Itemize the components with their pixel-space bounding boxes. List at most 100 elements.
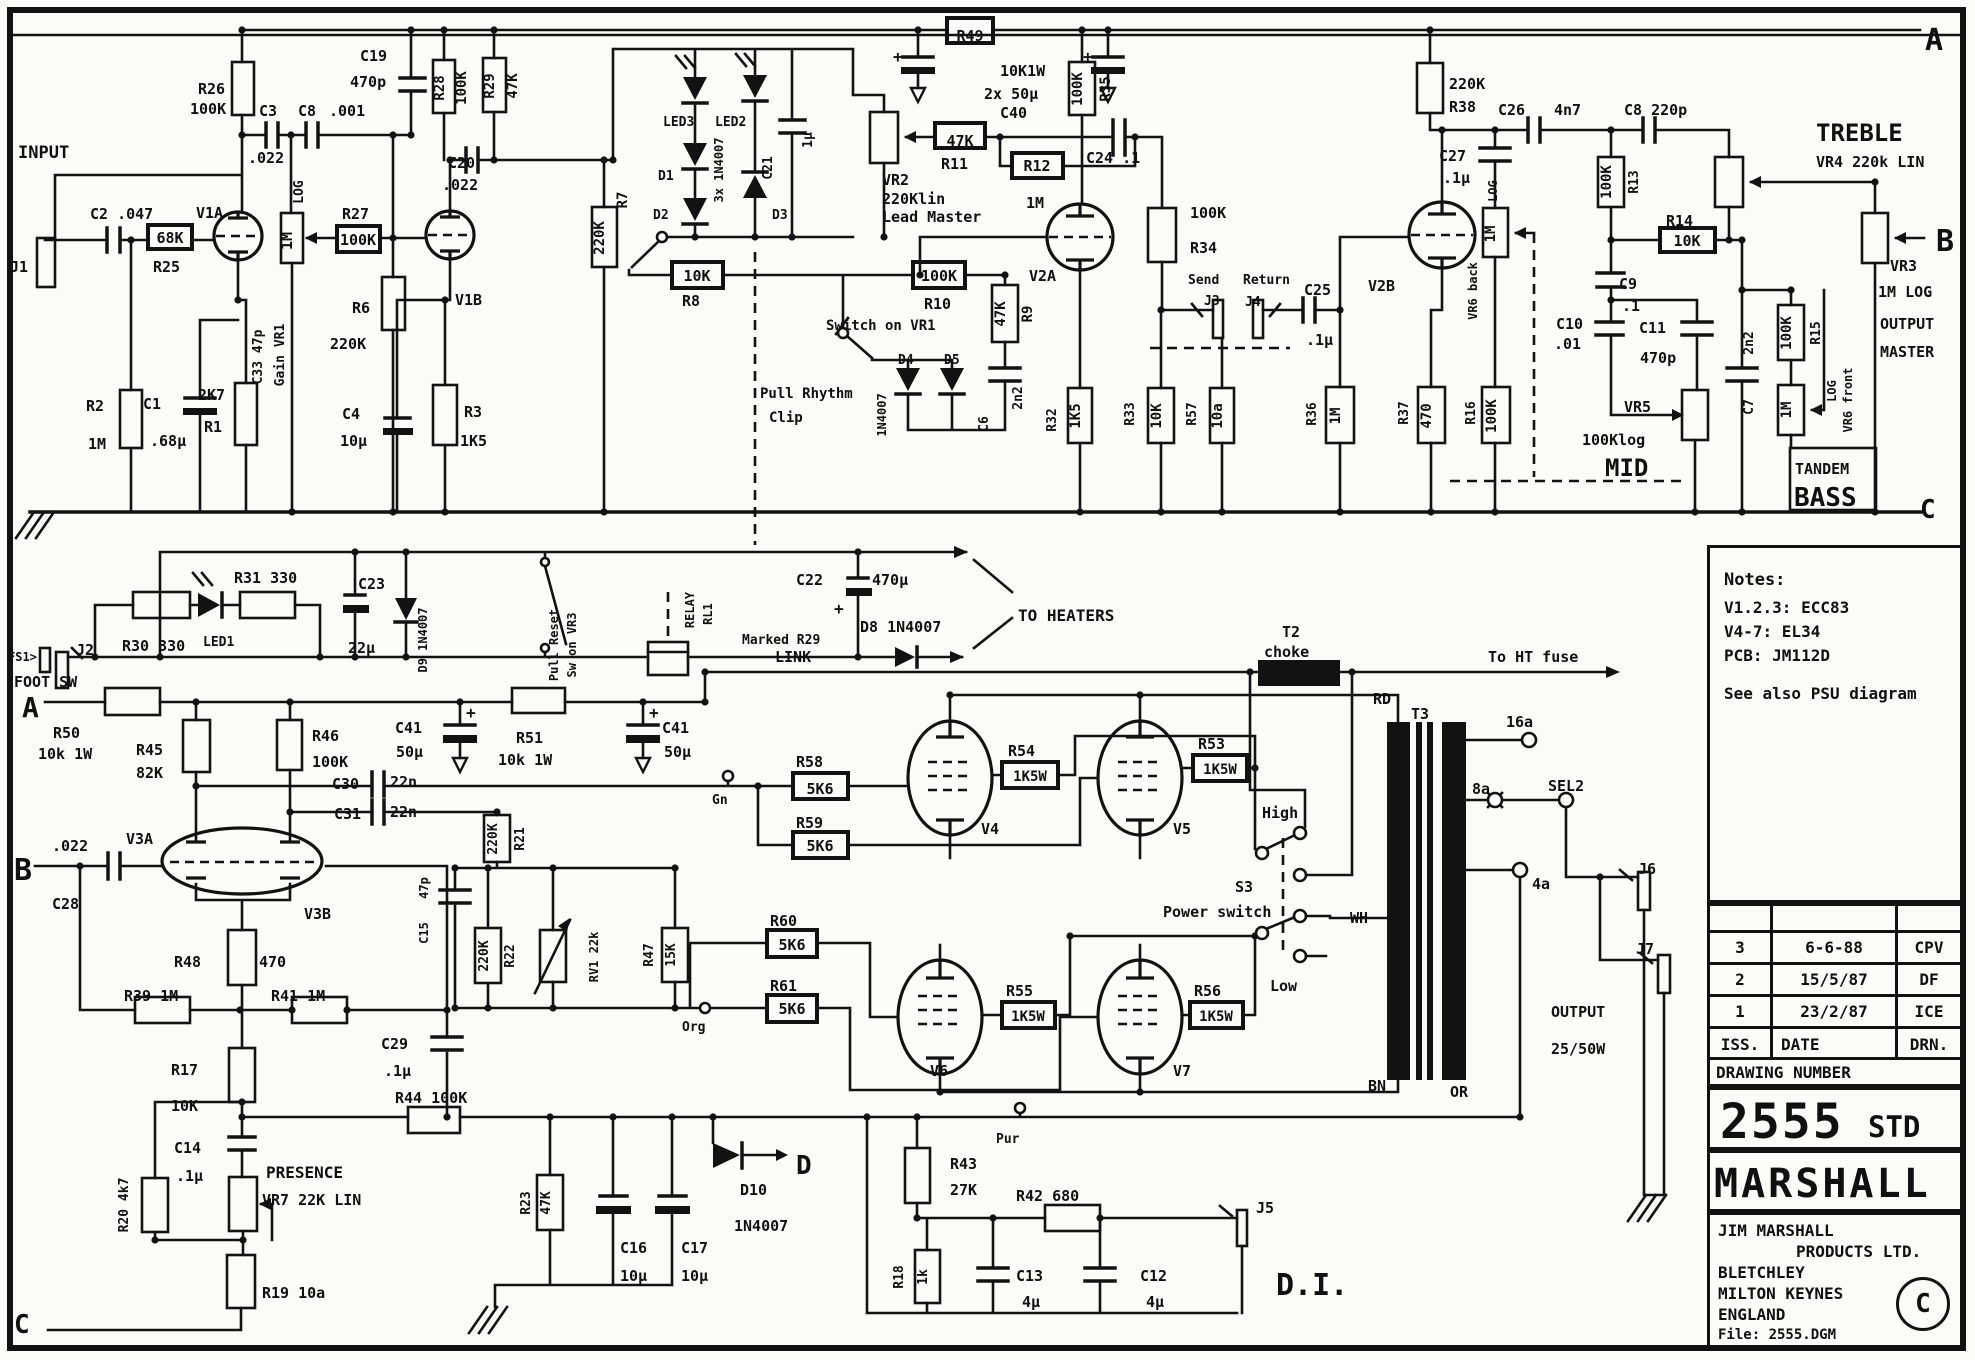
schematic-label: R20 4k7 [117,1178,132,1233]
schematic-label: 100K [1599,165,1615,199]
schematic-label: 10µ [620,1267,647,1285]
schematic-label: C24 .1 [1086,149,1140,167]
schematic-label: choke [1264,643,1309,661]
schematic-label: V4 [981,820,999,838]
schematic-label: .1 [1622,297,1640,315]
page-border [7,7,1966,1351]
junction-dot [490,26,498,34]
schematic-label: J1 [10,258,28,276]
junction-dot [1871,508,1879,516]
junction-dot [668,1113,676,1121]
schematic-label: C22 [796,571,823,589]
transformer-t3 [1258,660,1466,1080]
schematic-label: LOG [1825,380,1839,402]
schematic-label: V2B [1368,277,1395,295]
schematic-label: WH [1350,909,1368,927]
schematic-label: .1µ [176,1167,203,1185]
schematic-label: 1M [1026,194,1044,212]
schematic-label: 10k 1W [498,751,553,769]
terminal-circle [1254,925,1270,941]
schematic-label: Clip [769,410,803,426]
schematic-label: R27 [342,205,369,223]
schematic-label: Lead Master [882,208,981,226]
schematic-label: 2K7 [198,386,225,404]
junction-dot [1096,1214,1104,1222]
junction-dot [389,508,397,516]
schematic-label: C11 [1639,319,1666,337]
schematic-label: 1µ [801,132,816,148]
schematic-label: R39 1M [124,987,178,1005]
terminal-circle [1486,791,1504,809]
schematic-label: 2n2 [1742,331,1757,354]
schematic-label: R13 [1627,170,1642,193]
rev-date: 15/5/87 [1773,965,1898,997]
junction-dot [549,864,557,872]
junction-dot [1001,271,1009,279]
junction-dot [127,236,135,244]
junction-dot [1738,236,1746,244]
terminal-circle [539,642,551,654]
schematic-label: C8 220p [1624,101,1687,119]
junction-dot [1136,1088,1144,1096]
schematic-label: C29 [381,1035,408,1053]
schematic-label: Pull Rhythm [760,386,853,402]
schematic-label: V3A [126,830,153,848]
junction-dot [1607,236,1615,244]
terminal-circle [698,1001,712,1015]
schematic-label: 2n2 [1011,386,1026,409]
schematic-label: R30 330 [122,637,185,655]
junction-dot [1157,306,1165,314]
schematic-label: V7 [1173,1062,1191,1080]
junction-dot [1218,508,1226,516]
junction-dot [490,156,498,164]
junction-dot [440,26,448,34]
junction-dot [880,233,888,241]
rev-drn: DF [1898,965,1960,997]
junction-dot [493,808,501,816]
schematic-label: D3 [772,208,788,223]
junction-dot [484,1004,492,1012]
schematic-label: LOG [292,180,307,204]
schematic-label: 1k [916,1269,931,1285]
junction-dot [238,26,246,34]
schematic-label: R51 [516,729,543,747]
schematic-label: 5K6 [778,936,805,954]
junction-dot [1596,873,1604,881]
junction-dot [1738,286,1746,294]
schematic-label: 5K6 [806,837,833,855]
junction-dot [343,1006,351,1014]
schematic-label: VR7 22K LIN [262,1191,361,1209]
junction-dot [1078,26,1086,34]
schematic-label: R10 [924,295,951,313]
junction-dot [691,233,699,241]
junction-dot [484,864,492,872]
schematic-label: T3 [1411,705,1429,723]
schematic-label: J4 [1245,295,1261,310]
junction-dot [1738,508,1746,516]
junction-dot [1348,668,1356,676]
terminal-circle [1511,861,1529,879]
junction-dot [1426,26,1434,34]
terminal-circle [721,769,735,783]
schematic-label: 10K [683,267,710,285]
schematic-label: 47K [505,73,521,99]
schematic-label: 100K [1779,316,1795,350]
schematic-label: R23 [519,1191,534,1214]
schematic-label: Low [1270,977,1298,995]
schematic-label: C20 [448,154,475,172]
company-line: BLETCHLEY [1718,1263,1805,1282]
notes-line: PCB: JM112D [1724,646,1830,665]
schematic-label: SEL2 [1548,777,1584,795]
rev-header-date: DATE [1773,1029,1898,1060]
junction-dot [1336,306,1344,314]
junction-dot [402,548,410,556]
junction-dot [609,156,617,164]
schematic-label: 1M [278,232,296,250]
schematic-label: R9 [1020,306,1036,323]
schematic-label: Return [1243,273,1290,288]
schematic-label: R11 [941,155,968,173]
schematic-label: TREBLE [1816,119,1903,147]
